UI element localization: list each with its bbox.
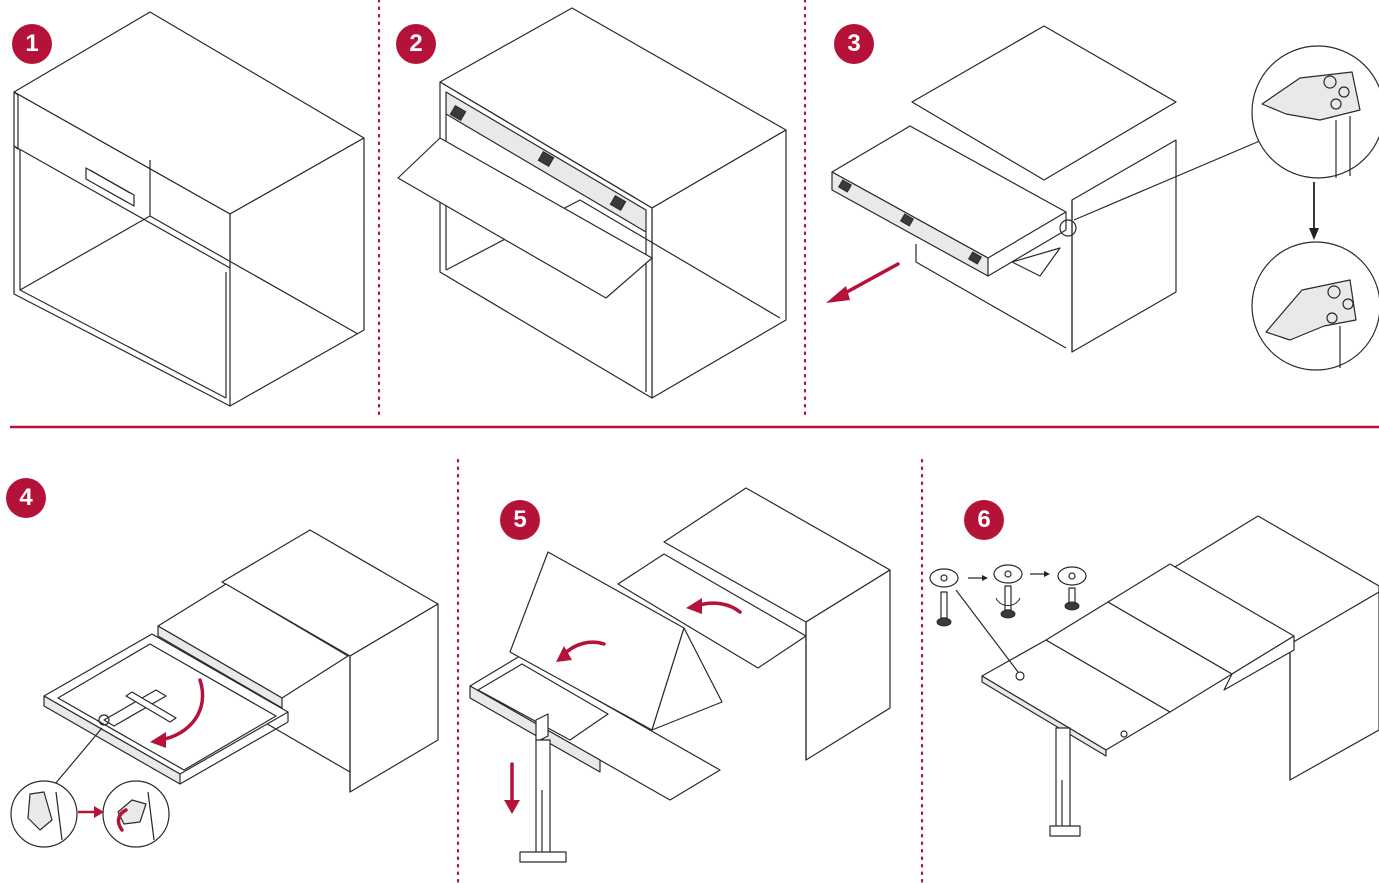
- arrow-right-icon: [78, 806, 104, 818]
- step-1-illustration: [13, 11, 365, 407]
- step-badge-6: 6: [964, 500, 1004, 540]
- step-4-illustration: [10, 529, 439, 848]
- step-badge-1: 1: [12, 24, 52, 64]
- dividers: [10, 0, 1379, 883]
- step-5-illustration: [469, 487, 891, 863]
- step-badge-3: 3: [834, 24, 874, 64]
- step-badge-2: 2: [396, 24, 436, 64]
- arrow-down-icon: [1309, 182, 1319, 240]
- arrow-rotate-icon: [150, 678, 205, 748]
- step-6-illustration: [929, 515, 1379, 837]
- step-3-illustration: [826, 25, 1379, 371]
- step-2-illustration: [397, 7, 787, 399]
- step-badge-4: 4: [6, 478, 46, 518]
- arrow-pull-icon: [826, 262, 900, 303]
- detail-callout-icon: [1251, 45, 1379, 371]
- step-badge-5: 5: [500, 500, 540, 540]
